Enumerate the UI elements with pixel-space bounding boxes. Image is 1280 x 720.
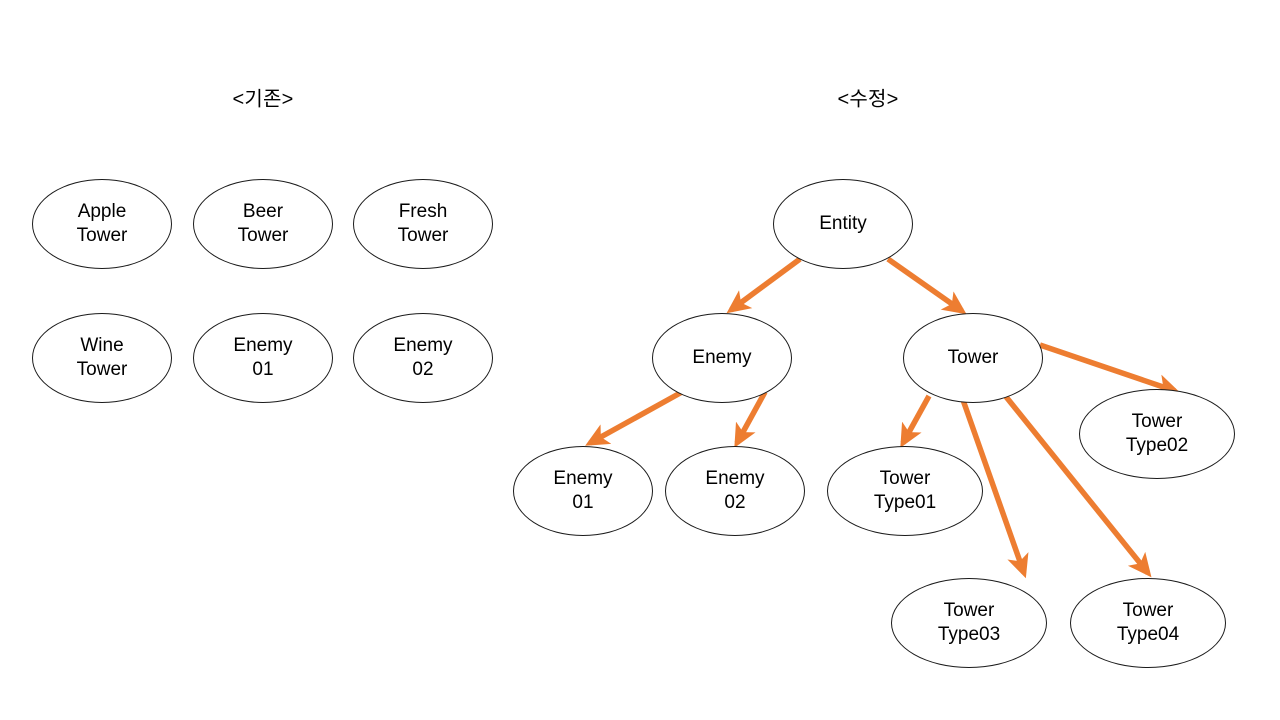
after-node-tower-type03[interactable]: Tower Type03 bbox=[891, 578, 1047, 668]
after-node-tower-type01[interactable]: Tower Type01 bbox=[827, 446, 983, 536]
after-node-enemy-02[interactable]: Enemy 02 bbox=[665, 446, 805, 536]
before-node-wine-tower[interactable]: Wine Tower bbox=[32, 313, 172, 403]
section-title-before: <기존> bbox=[232, 88, 294, 111]
after-node-enemy-01[interactable]: Enemy 01 bbox=[513, 446, 653, 536]
after-node-entity[interactable]: Entity bbox=[773, 179, 913, 269]
before-node-apple-tower[interactable]: Apple Tower bbox=[32, 179, 172, 269]
before-node-enemy-02[interactable]: Enemy 02 bbox=[353, 313, 493, 403]
after-node-enemy[interactable]: Enemy bbox=[652, 313, 792, 403]
section-title-after: <수정> bbox=[837, 88, 899, 111]
before-node-beer-tower[interactable]: Beer Tower bbox=[193, 179, 333, 269]
after-node-tower[interactable]: Tower bbox=[903, 313, 1043, 403]
before-node-enemy-01[interactable]: Enemy 01 bbox=[193, 313, 333, 403]
edge-enemy-to-enemy01 bbox=[585, 389, 684, 446]
edge-tower-to-towertype02 bbox=[1039, 342, 1181, 396]
edge-entity-to-enemy bbox=[726, 256, 802, 314]
edge-tower-to-towertype01 bbox=[900, 394, 932, 448]
after-node-tower-type04[interactable]: Tower Type04 bbox=[1070, 578, 1226, 668]
after-node-tower-type02[interactable]: Tower Type02 bbox=[1079, 389, 1235, 479]
before-node-fresh-tower[interactable]: Fresh Tower bbox=[353, 179, 493, 269]
edge-entity-to-tower bbox=[886, 256, 967, 315]
